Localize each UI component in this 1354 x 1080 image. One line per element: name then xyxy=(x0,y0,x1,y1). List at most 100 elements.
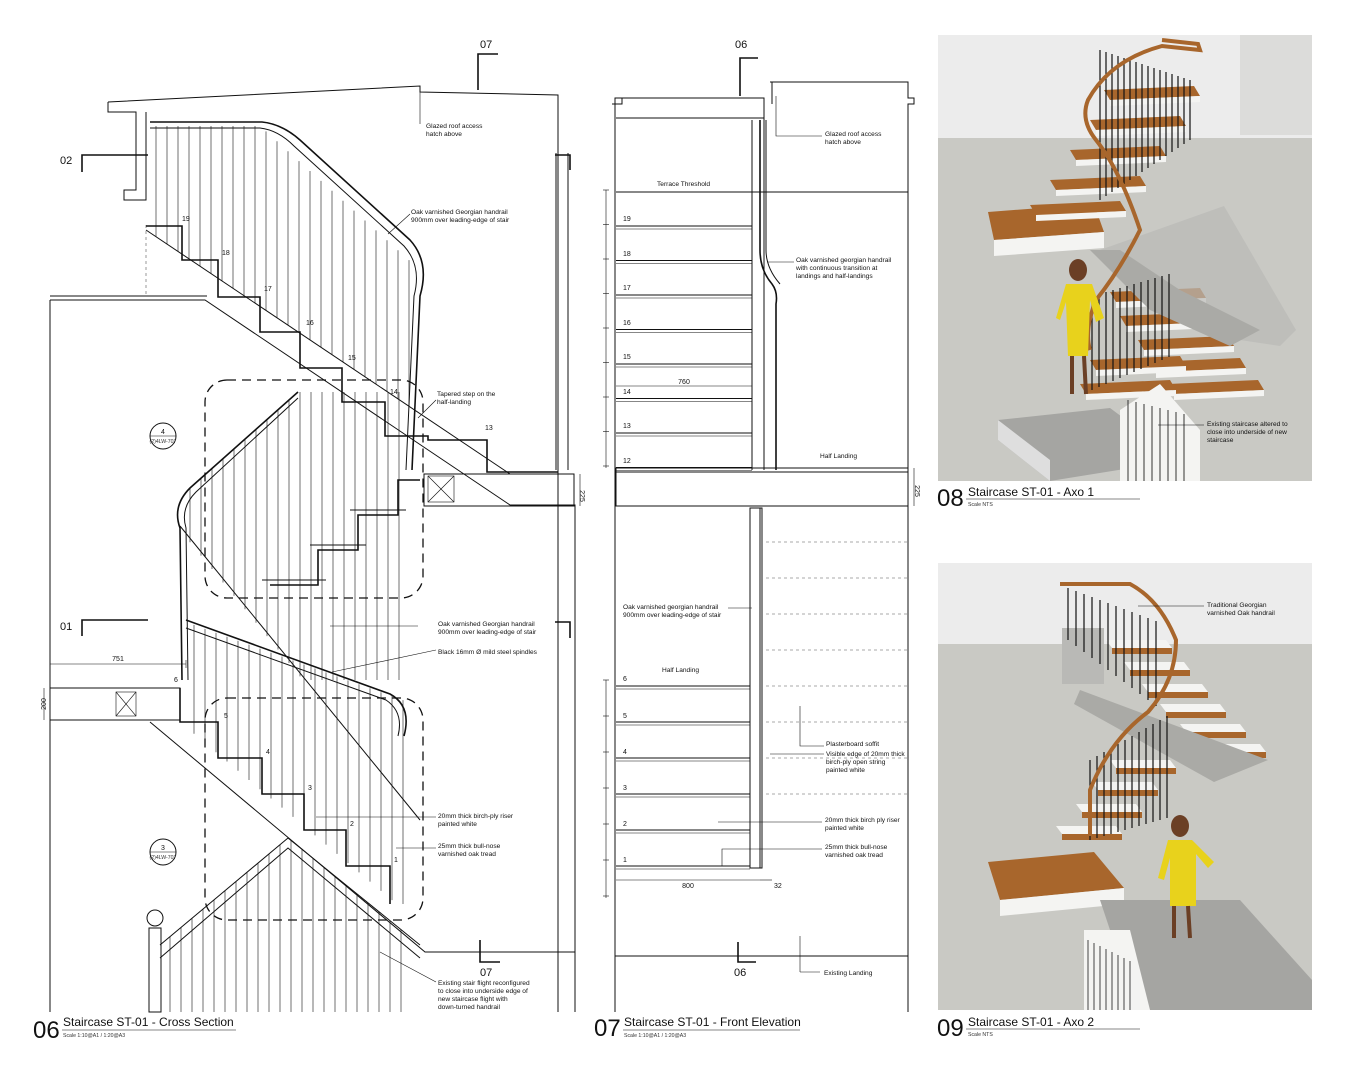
elev-note-existing-landing: Existing Landing xyxy=(824,970,873,977)
elev-step-6: 6 xyxy=(623,676,627,683)
panel-07-number: 07 xyxy=(594,1015,621,1042)
riser xyxy=(1166,712,1226,718)
panel-06-scale: Scale 1:10@A1 / 1:20@A3 xyxy=(63,1033,125,1039)
riser xyxy=(1112,648,1172,654)
elev-step-18: 18 xyxy=(623,251,631,258)
upper-spindles xyxy=(155,126,410,407)
label-terrace-threshold: Terrace Threshold xyxy=(657,181,710,188)
section-marker-top xyxy=(477,53,498,90)
mid-spindles xyxy=(189,392,400,680)
tread xyxy=(1142,684,1208,692)
panel-08-title: Staircase ST-01 - Axo 1 xyxy=(968,485,1094,499)
tread xyxy=(1090,116,1186,130)
riser xyxy=(1156,368,1246,378)
lower-flight-steps xyxy=(179,688,391,904)
elev-dim-upper-width: 760 xyxy=(678,379,690,386)
elev-step-13: 13 xyxy=(623,423,631,430)
elev-step-5: 5 xyxy=(623,713,627,720)
elev-step-2: 2 xyxy=(623,821,627,828)
tread xyxy=(1160,704,1226,712)
section-marker-top-label: 07 xyxy=(480,39,492,51)
step-13: 13 xyxy=(485,425,493,432)
elev-step-17: 17 xyxy=(623,285,631,292)
panel-09-scale: Scale NTS xyxy=(968,1032,993,1038)
tread xyxy=(1110,760,1176,768)
panel-07-title: Staircase ST-01 - Front Elevation xyxy=(624,1015,801,1029)
riser xyxy=(1076,156,1166,166)
step-18: 18 xyxy=(222,250,230,257)
step-1: 1 xyxy=(394,857,398,864)
elev-step-14: 14 xyxy=(623,389,631,396)
elevation-riser-dims xyxy=(603,189,609,897)
elev-note-soffit: Plasterboard soffit xyxy=(826,741,879,748)
axo2-handrail xyxy=(1060,582,1179,836)
label-half-landing-lower: Half Landing xyxy=(662,667,699,674)
newel-post-cap xyxy=(146,909,164,927)
riser xyxy=(1144,346,1234,356)
elevation-marker-bottom xyxy=(737,942,756,963)
riser xyxy=(1098,790,1158,796)
elev-step-1: 1 xyxy=(623,857,627,864)
tread xyxy=(1030,201,1126,215)
step-16: 16 xyxy=(306,320,314,327)
step-19: 19 xyxy=(182,216,190,223)
elevation-upper-treads xyxy=(616,225,752,471)
step-2: 2 xyxy=(350,821,354,828)
elev-step-4: 4 xyxy=(623,749,627,756)
elev-step-3: 3 xyxy=(623,785,627,792)
elevation-lower-treads xyxy=(616,685,750,870)
step-6: 6 xyxy=(174,677,178,684)
elev-dim-lower-width: 800 xyxy=(682,883,694,890)
level-marker-lower-label: 01 xyxy=(60,621,72,633)
panel-06-title: Staircase ST-01 - Cross Section xyxy=(63,1015,234,1029)
elevation-marker-top-label: 06 xyxy=(735,39,747,51)
existing-landing-outline xyxy=(614,955,909,1012)
detail-4-ref: (2)4LW-707 xyxy=(150,439,177,445)
mid-handrail xyxy=(176,391,299,681)
dim-landing-width: 751 xyxy=(112,656,124,663)
axo1-existing-spindles xyxy=(1127,400,1185,481)
panel-cross-section: 4 (2)4LW-707 3 (2)4LW-707 07 07 02 01 75… xyxy=(33,39,585,1044)
elev-step-19: 19 xyxy=(623,216,631,223)
panel-08-number: 08 xyxy=(937,485,964,512)
panel-front-elevation: Terrace Threshold Half Landing 225 Half … xyxy=(594,39,920,1042)
tread xyxy=(1180,724,1246,732)
section-marker-bottom xyxy=(479,940,500,963)
axo2-person xyxy=(1158,815,1214,939)
panel-09-title: Staircase ST-01 - Axo 2 xyxy=(968,1015,1094,1029)
tread xyxy=(1124,662,1190,670)
detail-box-4 xyxy=(204,379,424,599)
detail-4-number: 4 xyxy=(161,429,165,436)
axo1-person xyxy=(1056,259,1104,395)
elevation-slab xyxy=(615,467,909,507)
level-marker-upper xyxy=(81,154,148,172)
elevation-marker-top xyxy=(739,57,758,96)
lower-handrail xyxy=(185,619,407,737)
existing-spindles xyxy=(169,840,402,1012)
elev-dim-gap: 32 xyxy=(774,883,782,890)
upper-flight-steps xyxy=(146,225,558,473)
step-15: 15 xyxy=(348,355,356,362)
detail-3-number: 3 xyxy=(161,845,165,852)
level-marker-lower xyxy=(81,619,148,636)
detail-3-ref: (2)4LW-707 xyxy=(150,855,177,861)
riser xyxy=(1036,211,1126,221)
dim-slab-upper: 225 xyxy=(578,490,585,502)
label-half-landing-upper: Half Landing xyxy=(820,453,857,460)
lower-spindles xyxy=(193,624,404,904)
panel-09-number: 09 xyxy=(937,1015,964,1042)
elev-step-16: 16 xyxy=(623,320,631,327)
